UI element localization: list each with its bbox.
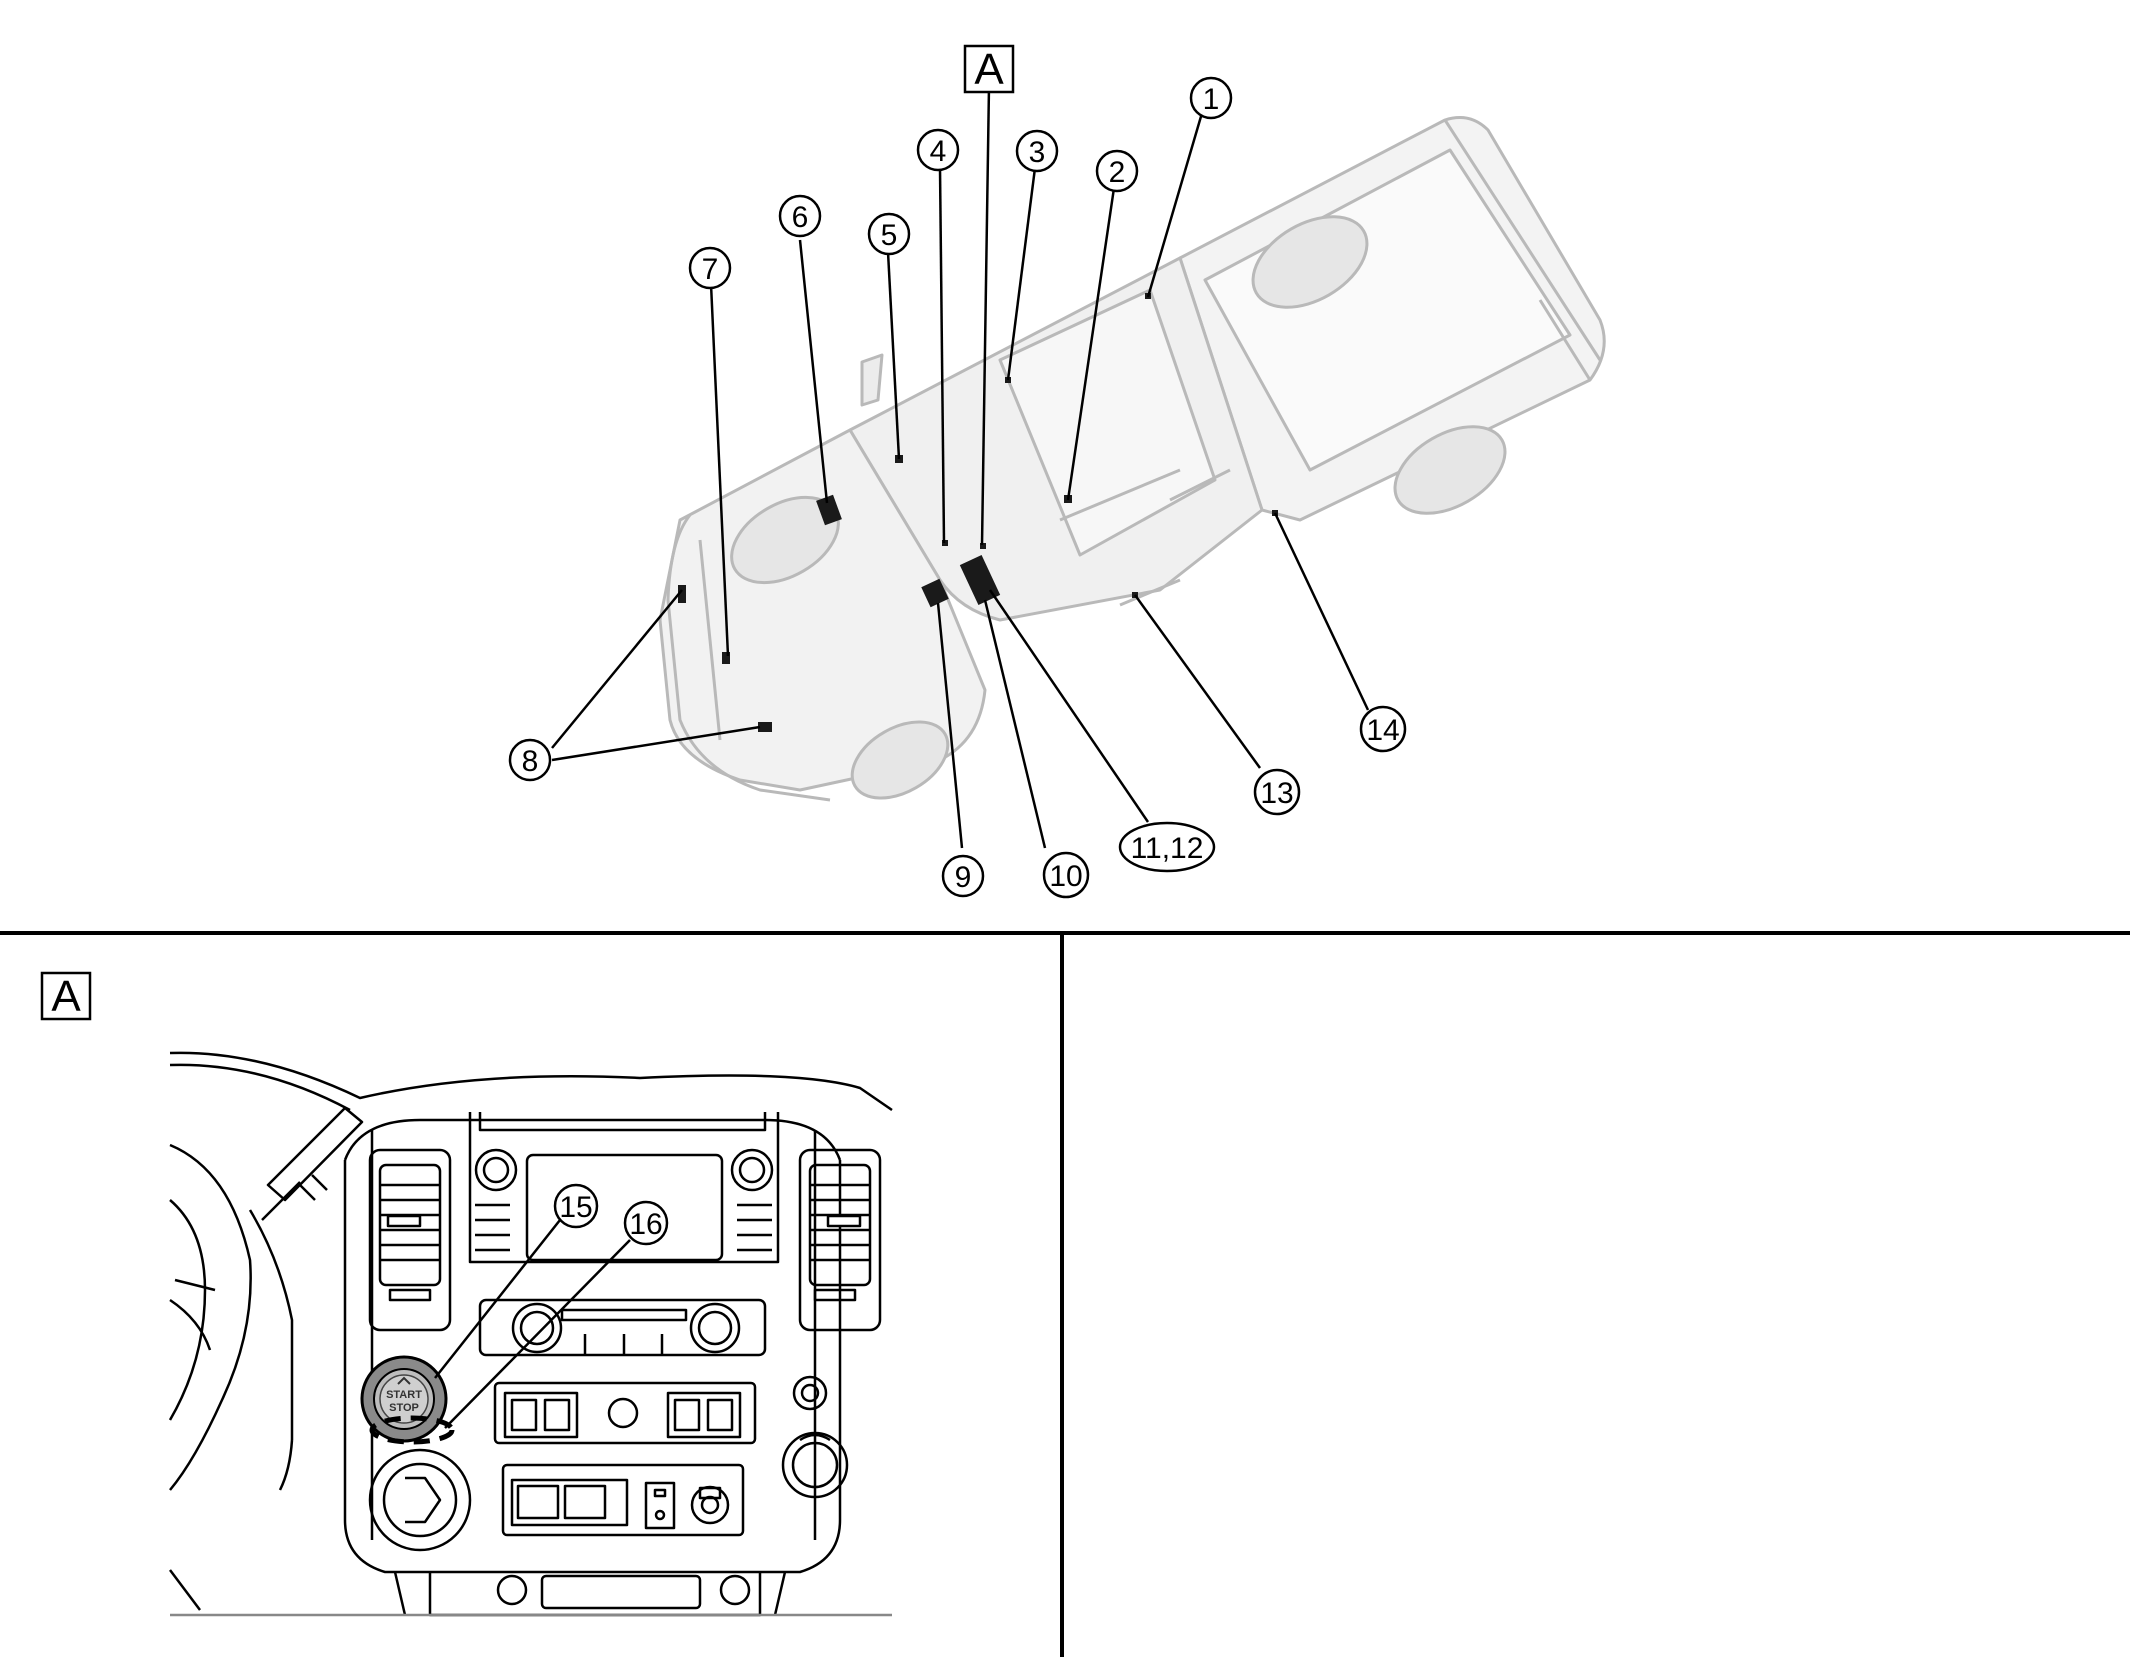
svg-text:9: 9 <box>955 861 972 894</box>
svg-text:15: 15 <box>559 1191 592 1224</box>
callout-1: 1 <box>1189 76 1233 120</box>
svg-text:START: START <box>386 1389 422 1401</box>
component-markers <box>678 293 1278 732</box>
start-stop-button: START STOP <box>360 1355 448 1443</box>
svg-text:8: 8 <box>522 745 539 778</box>
panel-frame <box>0 931 2130 1657</box>
svg-text:7: 7 <box>702 253 719 286</box>
callout-13: 13 <box>1253 768 1301 816</box>
callout-10: 10 <box>1042 851 1090 899</box>
callout-15: 15 <box>553 1183 599 1229</box>
detail-a-marker: A <box>40 971 92 1021</box>
callout-2: 2 <box>1095 149 1139 193</box>
view-a-marker: A <box>963 44 1015 94</box>
svg-text:STOP: STOP <box>389 1402 419 1414</box>
svg-text:3: 3 <box>1029 136 1046 169</box>
dashboard-illustration <box>168 1051 893 1617</box>
callout-11-12: 11,12 <box>1118 821 1216 873</box>
callout-14: 14 <box>1359 705 1407 753</box>
vehicle-illustration <box>658 116 1606 802</box>
svg-text:4: 4 <box>930 135 947 168</box>
callout-8: 8 <box>508 738 552 782</box>
svg-text:6: 6 <box>792 201 809 234</box>
callout-5: 5 <box>867 212 911 256</box>
callout-16: 16 <box>623 1200 669 1246</box>
svg-text:1: 1 <box>1203 83 1220 116</box>
callout-3: 3 <box>1015 129 1059 173</box>
svg-text:13: 13 <box>1260 777 1293 810</box>
svg-text:A: A <box>974 45 1004 94</box>
svg-text:5: 5 <box>881 219 898 252</box>
callout-7: 7 <box>688 246 732 290</box>
svg-text:A: A <box>51 972 81 1021</box>
callout-6: 6 <box>778 194 822 238</box>
svg-text:16: 16 <box>629 1208 662 1241</box>
callout-9: 9 <box>941 854 985 898</box>
callout-4: 4 <box>916 128 960 172</box>
svg-text:14: 14 <box>1366 714 1399 747</box>
detail-leader-lines <box>434 1219 631 1429</box>
svg-text:2: 2 <box>1109 156 1126 189</box>
svg-text:11,12: 11,12 <box>1131 832 1204 865</box>
leader-lines <box>551 85 1370 849</box>
svg-text:10: 10 <box>1049 860 1082 893</box>
antenna-area <box>369 1415 455 1445</box>
